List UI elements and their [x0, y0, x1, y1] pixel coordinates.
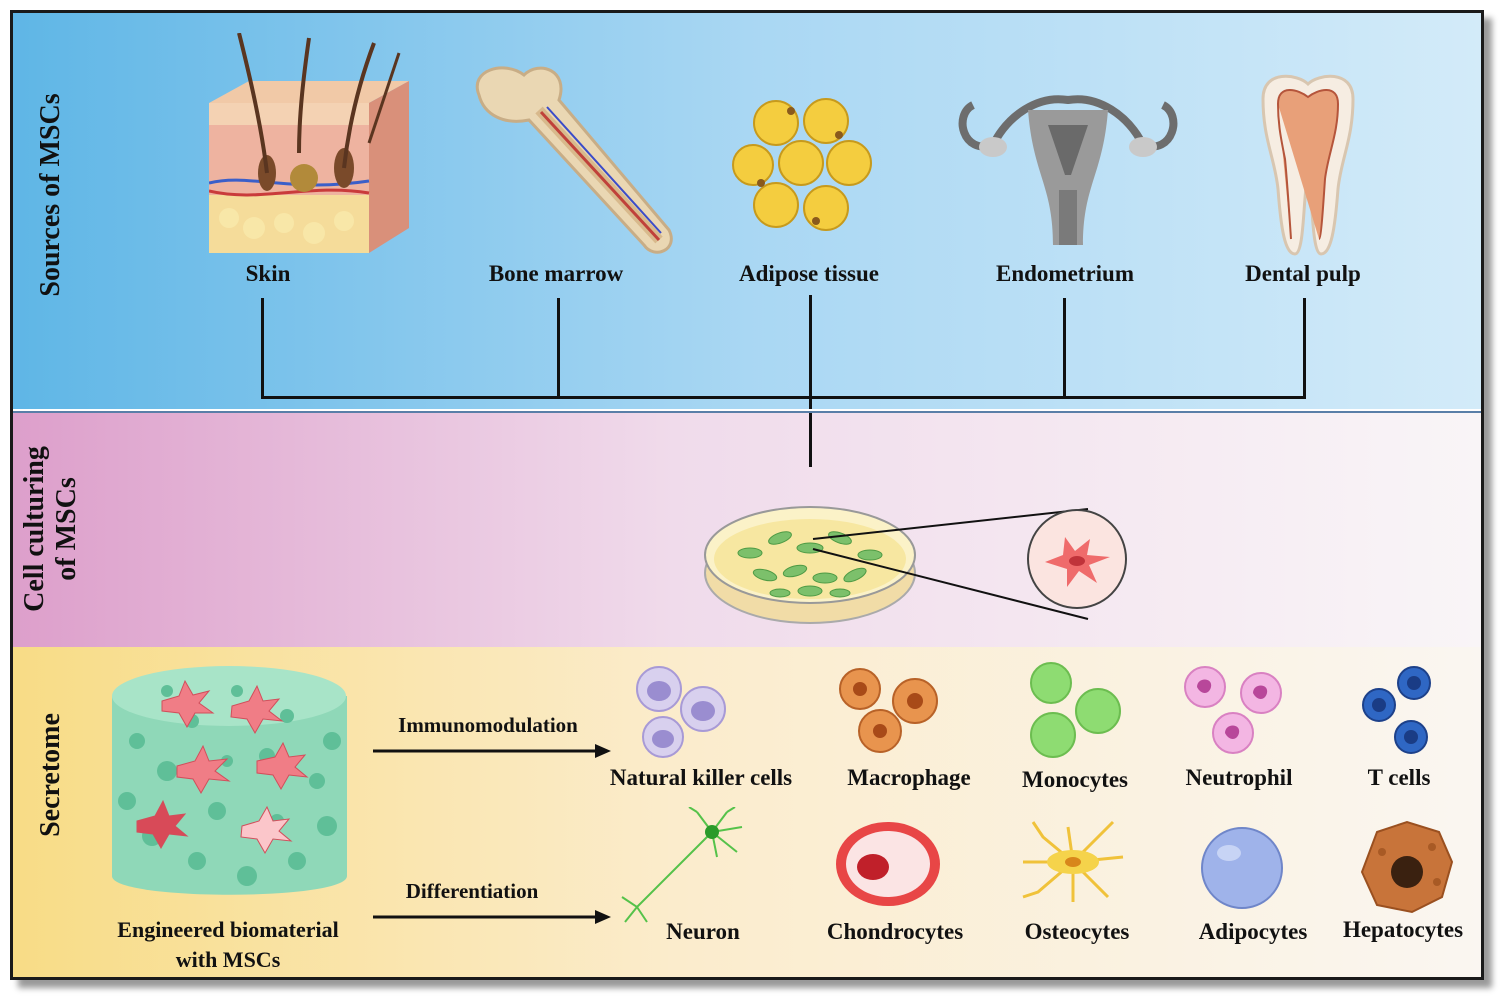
biomaterial-scaffold-icon	[107, 661, 352, 911]
diff-label-neuron: Neuron	[666, 919, 740, 944]
immune-label-monocytes: Monocytes	[1021, 767, 1129, 792]
osteocyte-icon	[1013, 817, 1133, 907]
macrophage-icon	[835, 665, 945, 755]
magnified-cell-icon	[1025, 507, 1129, 611]
culture-panel-title: Cell culturing of MSCs	[19, 446, 83, 612]
connector-dental	[1303, 298, 1306, 398]
fat-cells-icon	[731, 93, 881, 243]
hepatocyte-icon	[1357, 817, 1457, 917]
culture-title-line2: of MSCs	[51, 477, 82, 581]
biomaterial-label-line1: Engineered biomaterial	[117, 917, 339, 942]
immune-label-macrophage: Macrophage	[847, 765, 971, 790]
figure-frame: Sources of MSCs	[10, 10, 1484, 980]
skin-tissue-icon	[209, 33, 409, 263]
connector-endometrium	[1063, 298, 1066, 398]
diff-label-osteocytes: Osteocytes	[1024, 919, 1130, 944]
nk-cell-icon	[631, 661, 731, 761]
secretome-panel: Secretome	[13, 647, 1481, 977]
magnifier-lines	[812, 508, 1089, 620]
bone-icon	[469, 55, 684, 255]
diff-label-chondrocytes: Chondrocytes	[826, 919, 964, 944]
biomaterial-label: Engineered biomaterial with MSCs	[117, 915, 338, 974]
neuron-icon	[617, 807, 747, 927]
connector-adipose	[809, 295, 812, 409]
immune-label-nk: Natural killer cells	[609, 765, 793, 790]
differentiation-label: Differentiation	[405, 879, 539, 903]
differentiation-arrow	[373, 910, 611, 924]
chondrocyte-icon	[833, 819, 943, 909]
sources-panel-title: Sources of MSCs	[34, 93, 66, 297]
secretome-panel-title: Secretome	[34, 713, 66, 837]
t-cell-icon	[1359, 665, 1439, 755]
source-label-adipose-tissue: Adipose tissue	[739, 261, 879, 286]
uterus-icon	[953, 75, 1183, 245]
diff-label-hepatocytes: Hepatocytes	[1342, 917, 1464, 942]
tooth-icon	[1253, 69, 1363, 259]
immunomodulation-arrow	[373, 744, 611, 758]
petri-dish-icon	[695, 483, 925, 633]
connector-to-culture	[809, 413, 812, 467]
sources-panel: Sources of MSCs	[13, 13, 1481, 409]
connector-skin	[261, 298, 264, 398]
connector-horizontal	[261, 396, 1306, 399]
source-label-bone-marrow: Bone marrow	[488, 261, 624, 286]
source-label-skin: Skin	[245, 261, 291, 286]
source-label-endometrium: Endometrium	[996, 261, 1134, 286]
adipocyte-icon	[1197, 823, 1287, 913]
diff-label-adipocytes: Adipocytes	[1198, 919, 1308, 944]
immunomodulation-label: Immunomodulation	[398, 713, 578, 737]
neutrophil-icon	[1183, 665, 1283, 755]
source-label-dental-pulp: Dental pulp	[1245, 261, 1361, 286]
immune-label-neutrophil: Neutrophil	[1185, 765, 1293, 790]
monocyte-icon	[1023, 659, 1123, 759]
biomaterial-label-line2: with MSCs	[175, 946, 281, 972]
immune-label-t-cells: T cells	[1367, 765, 1431, 790]
culture-panel: Cell culturing of MSCs	[13, 411, 1481, 649]
connector-bone	[557, 298, 560, 398]
culture-title-line1: Cell culturing	[18, 446, 50, 612]
